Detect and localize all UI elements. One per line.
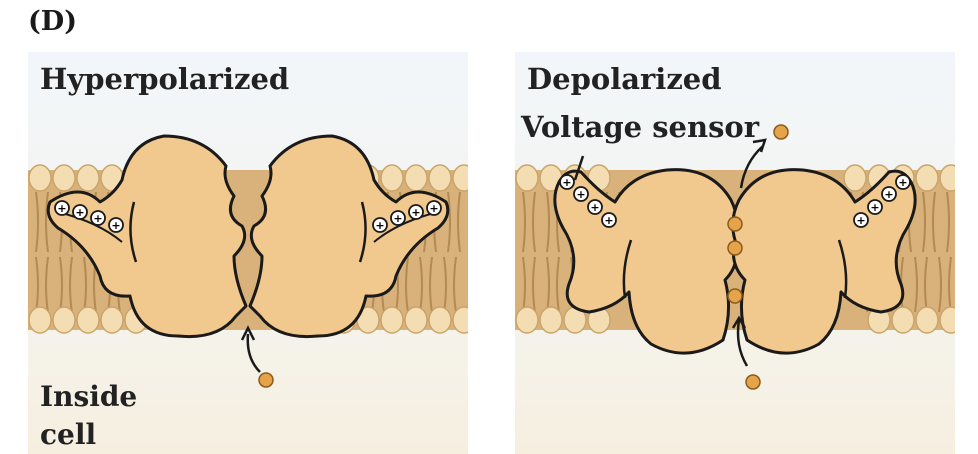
ion-flow-arrows [731,138,767,367]
hyperpolarized-title: Hyperpolarized [40,62,290,96]
svg-text:+: + [562,176,571,189]
closed-channel-illustration: + + + + + + + + [28,134,468,388]
svg-text:+: + [884,188,893,201]
voltage-sensor-charges-right: + + + + [372,200,442,233]
inside-cell-label-line2: cell [40,418,97,451]
svg-text:+: + [411,206,420,219]
channel-subunit-right [731,168,917,355]
voltage-sensor-label: Voltage sensor [521,110,760,144]
inside-cell-label-line1: Inside [40,380,138,413]
svg-text:+: + [590,201,599,214]
svg-text:+: + [57,202,66,215]
svg-text:+: + [856,214,865,227]
svg-text:+: + [393,212,402,225]
ions-in-pore [727,124,789,390]
channel-subunit-left [553,168,739,355]
sensor-pointer-line [573,155,585,181]
panel-label: (D) [28,6,77,37]
svg-text:+: + [576,188,585,201]
svg-text:+: + [870,201,879,214]
hyperpolarized-panel: + + + + + + + + Hyperpolarized Inside ce… [28,52,468,454]
svg-text:+: + [93,212,102,225]
depolarized-panel: + + + + + + + + Depolarized Voltage [515,52,955,454]
blocked-ion-arrow [240,325,261,373]
depolarized-title: Depolarized [527,62,722,96]
voltage-sensor-charges-left: + + + + [559,174,617,228]
voltage-sensor-charges-left: + + + + [54,200,124,233]
ion [258,372,274,388]
svg-text:+: + [429,202,438,215]
svg-text:+: + [375,219,384,232]
voltage-sensor-charges-right: + + + + [853,174,911,228]
svg-text:+: + [75,206,84,219]
svg-text:+: + [111,219,120,232]
svg-text:+: + [898,176,907,189]
open-channel-illustration: + + + + + + + + [515,124,955,390]
svg-text:+: + [604,214,613,227]
